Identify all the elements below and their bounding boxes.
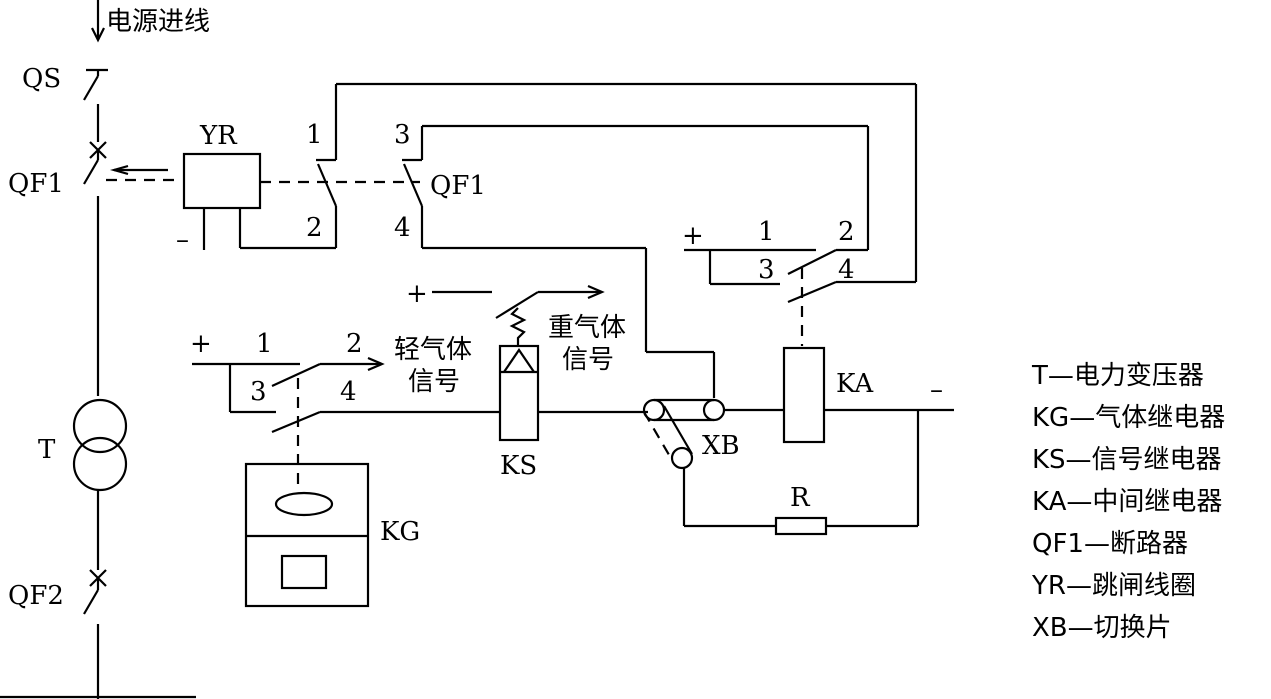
heavy-gas-signal: + 重气体 信号	[406, 279, 626, 375]
light-gas-circuit: + 1 2 轻气体 信号 3 4	[190, 329, 500, 490]
light-1-label: 1	[256, 329, 273, 359]
transformer-winding-primary	[72, 398, 128, 454]
main-power-line: 电源进线 QS QF1 T QF2	[0, 0, 210, 699]
qf1-aux-label: QF1	[430, 171, 486, 201]
aux-1-label: 1	[306, 120, 323, 150]
yr-label: YR	[199, 121, 238, 151]
ka-contacts: + 1 2 3 4	[682, 126, 916, 346]
qf1-aux-contacts: 1 2 3 4 QF1	[306, 82, 918, 398]
qf1-aux-contact-12	[316, 163, 338, 207]
qf1-main-label: QF1	[8, 169, 64, 199]
resistor-box	[774, 516, 828, 536]
legend-item: XB—切换片	[1032, 613, 1172, 643]
ka-3-label: 3	[758, 255, 775, 285]
power-input-label: 电源进线	[106, 7, 210, 37]
light-gas-contact-12	[271, 363, 321, 387]
ka-contact-12	[787, 249, 837, 275]
ka-relay: KA –	[782, 346, 954, 526]
heavy-plus-label: +	[406, 279, 428, 309]
ka-2-label: 2	[838, 217, 855, 247]
light-gas-signal-l1: 轻气体	[394, 335, 472, 365]
ka-1-label: 1	[758, 217, 775, 247]
qs-label: QS	[22, 64, 61, 94]
light-plus-label: +	[190, 329, 212, 359]
aux-4-label: 4	[394, 213, 411, 243]
legend-item: QF1—断路器	[1032, 529, 1188, 559]
heavy-gas-signal-l2: 信号	[562, 345, 614, 375]
legend-item: T—电力变压器	[1031, 361, 1204, 391]
yr-coil-box	[182, 152, 262, 210]
transformer-label: T	[38, 435, 56, 465]
aux-2-label: 2	[306, 213, 323, 243]
kg-label: KG	[380, 517, 420, 547]
xb-label: XB	[702, 431, 740, 461]
trip-coil-yr: YR –	[106, 121, 420, 255]
aux-3-label: 3	[394, 120, 411, 150]
ka-4-label: 4	[838, 255, 855, 285]
heavy-gas-signal-l1: 重气体	[548, 313, 626, 343]
ks-signal-relay: KS	[498, 344, 648, 481]
minus-label: –	[930, 375, 943, 405]
legend-item: KG—气体继电器	[1032, 403, 1225, 433]
legend: T—电力变压器 KG—气体继电器 KS—信号继电器 KA—中间继电器 QF1—断路器 YR…	[1031, 361, 1225, 643]
legend-item: KS—信号继电器	[1032, 445, 1222, 475]
resistor-r: R	[774, 483, 918, 536]
light-gas-signal-l2: 信号	[408, 367, 460, 397]
light-4-label: 4	[340, 377, 357, 407]
ka-label: KA	[836, 369, 874, 399]
ka-coil-box	[782, 346, 826, 444]
legend-item: YR—跳闸线圈	[1031, 571, 1196, 601]
xb-switching-piece: XB	[642, 398, 784, 528]
qf1-aux-contact-34	[402, 163, 424, 207]
qs-switch-blade	[83, 75, 99, 101]
ks-label: KS	[500, 451, 537, 481]
heavy-gas-contact-34	[271, 410, 321, 434]
qf1-switch-blade	[83, 159, 99, 185]
resistor-label: R	[790, 483, 811, 513]
ka-plus-label: +	[682, 221, 704, 251]
kg-gas-relay: KG	[244, 462, 420, 608]
qf2-label: QF2	[8, 581, 64, 611]
yr-minus-label: –	[176, 225, 189, 255]
ka-contact-34	[787, 280, 837, 304]
ks-relay-box	[498, 344, 540, 442]
legend-item: KA—中间继电器	[1032, 487, 1222, 517]
light-3-label: 3	[250, 377, 267, 407]
transformer-winding-secondary	[72, 436, 128, 492]
qf2-switch-blade	[83, 589, 99, 615]
light-2-label: 2	[346, 329, 363, 359]
